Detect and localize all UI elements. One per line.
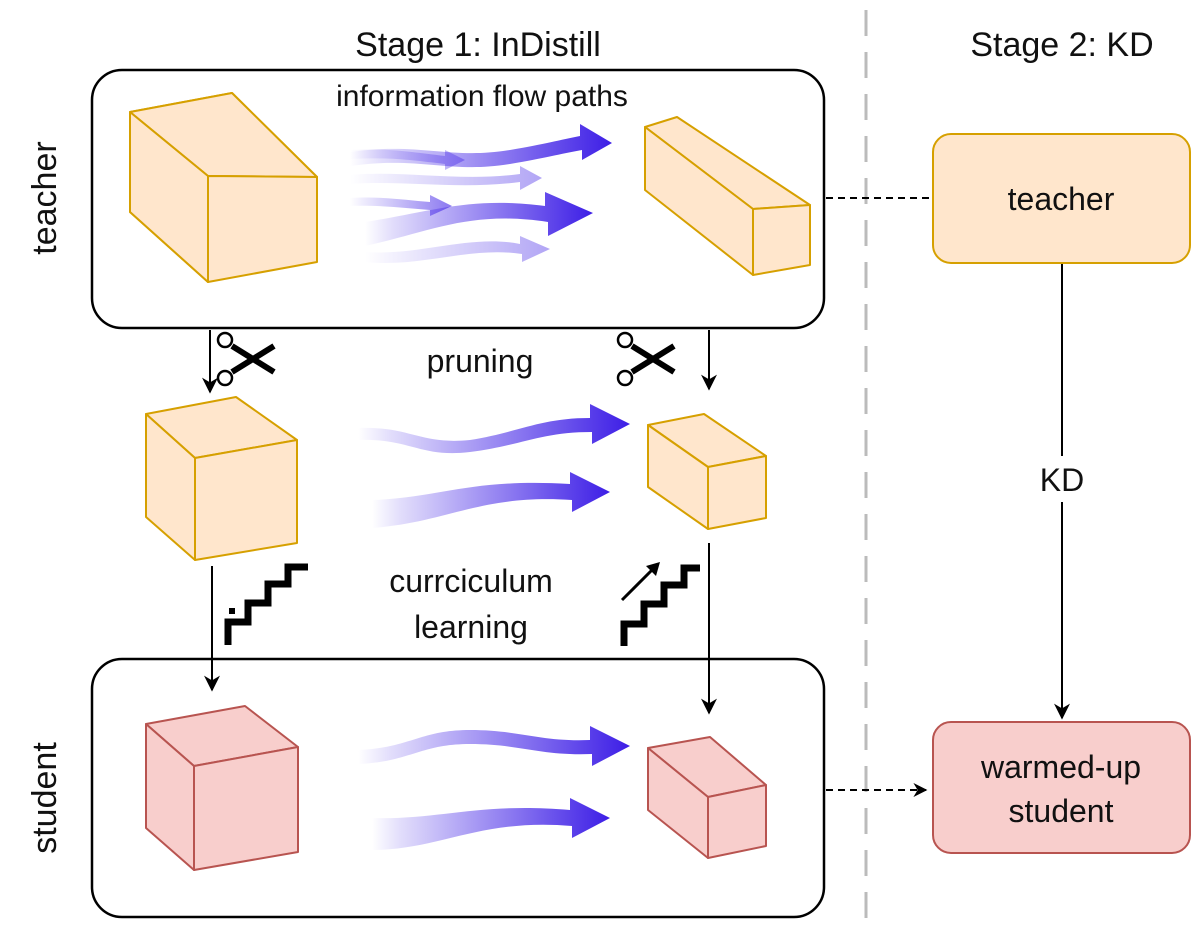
student-input-cube	[145, 705, 299, 871]
flow-arrow	[365, 236, 550, 264]
stage2-student-label-line2: student	[1009, 793, 1114, 829]
curriculum-label-line1: currciculum	[389, 563, 553, 599]
scissors-icon	[618, 333, 674, 385]
student-output-cube	[647, 736, 767, 859]
flow-arrow	[358, 726, 630, 766]
stage2-teacher-label: teacher	[1008, 181, 1115, 217]
teacher-output-bar	[644, 116, 811, 276]
pruned-flow-arrows	[358, 404, 630, 528]
kd-label-bg	[1030, 456, 1094, 502]
scissors-icon	[218, 333, 274, 385]
teacher-flow-arrows	[350, 124, 612, 264]
stage1-title: Stage 1: InDistill	[355, 26, 601, 64]
stage2-student-box	[932, 721, 1191, 854]
flow-arrow	[372, 798, 610, 850]
student-frame	[90, 657, 826, 919]
flow-arrow	[350, 124, 612, 168]
stage2-teacher-box	[932, 133, 1191, 264]
flow-arrow	[350, 195, 452, 216]
kd-label: KD	[1040, 462, 1084, 498]
flow-arrow	[365, 192, 593, 246]
pruning-label: pruning	[427, 343, 534, 379]
curriculum-label-line2: learning	[414, 609, 528, 645]
flow-caption: information flow paths	[336, 80, 628, 113]
student-flow-arrows	[358, 726, 630, 850]
row-label-student: student	[26, 742, 64, 854]
teacher-frame	[90, 68, 826, 330]
staircase-icon	[224, 563, 308, 645]
stage2-title: Stage 2: KD	[970, 26, 1153, 64]
pruned-output-cube	[647, 413, 767, 530]
pruned-input-cube	[145, 396, 298, 561]
flow-arrow	[372, 472, 610, 528]
flow-arrow	[350, 166, 542, 190]
stage2-student-label-line1: warmed-up	[980, 749, 1141, 785]
flow-arrow	[350, 149, 465, 170]
flow-arrow	[358, 404, 630, 454]
staircase-up-arrow-icon	[620, 562, 700, 646]
row-label-teacher: teacher	[26, 141, 64, 254]
teacher-input-cube	[129, 92, 318, 283]
